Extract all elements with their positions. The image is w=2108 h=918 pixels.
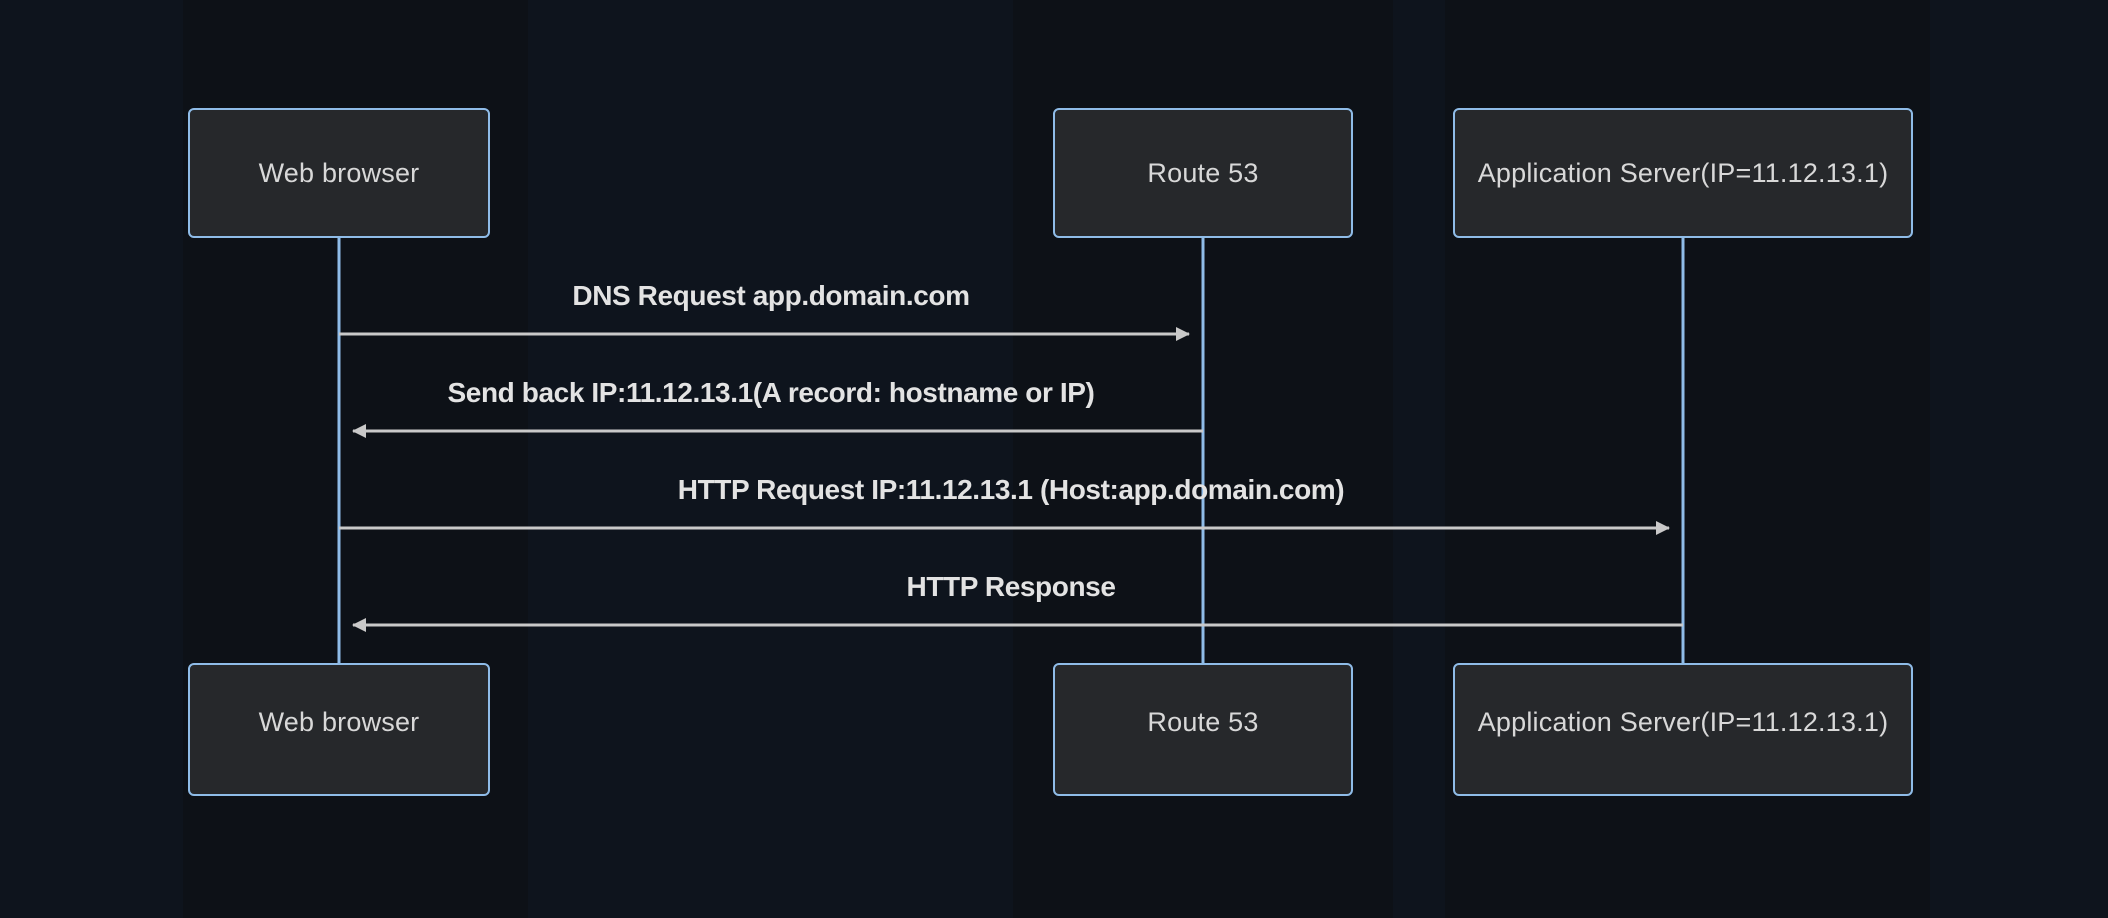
participant-label-appserver-bottom: Application Server(IP=11.12.13.1) bbox=[1477, 707, 1889, 737]
participant-label-browser-top: Web browser bbox=[258, 157, 420, 188]
participant-box-browser-bottom[interactable]: Web browser bbox=[188, 663, 490, 796]
participant-label-browser-bottom: Web browser bbox=[258, 707, 420, 737]
participant-label-route53-top: Route 53 bbox=[1147, 157, 1259, 188]
participant-box-browser-top[interactable]: Web browser bbox=[188, 108, 490, 238]
participant-label-appserver-top: Application Server(IP=11.12.13.1) bbox=[1477, 157, 1889, 188]
participant-box-route53-bottom[interactable]: Route 53 bbox=[1053, 663, 1353, 796]
lifelines bbox=[337, 238, 1685, 663]
message-label-http-response: HTTP Response bbox=[906, 571, 1116, 602]
participant-box-route53-top[interactable]: Route 53 bbox=[1053, 108, 1353, 238]
participant-box-appserver-top[interactable]: Application Server(IP=11.12.13.1) bbox=[1453, 108, 1913, 238]
message-label-http-request: HTTP Request IP:11.12.13.1 (Host:app.dom… bbox=[677, 474, 1345, 505]
message-label-dns-request: DNS Request app.domain.com bbox=[572, 280, 970, 311]
message-label-send-back-ip: Send back IP:11.12.13.1(A record: hostna… bbox=[447, 377, 1095, 408]
participant-label-route53-bottom: Route 53 bbox=[1147, 707, 1259, 737]
participant-box-appserver-bottom[interactable]: Application Server(IP=11.12.13.1) bbox=[1453, 663, 1913, 796]
message-arrows bbox=[339, 327, 1683, 632]
